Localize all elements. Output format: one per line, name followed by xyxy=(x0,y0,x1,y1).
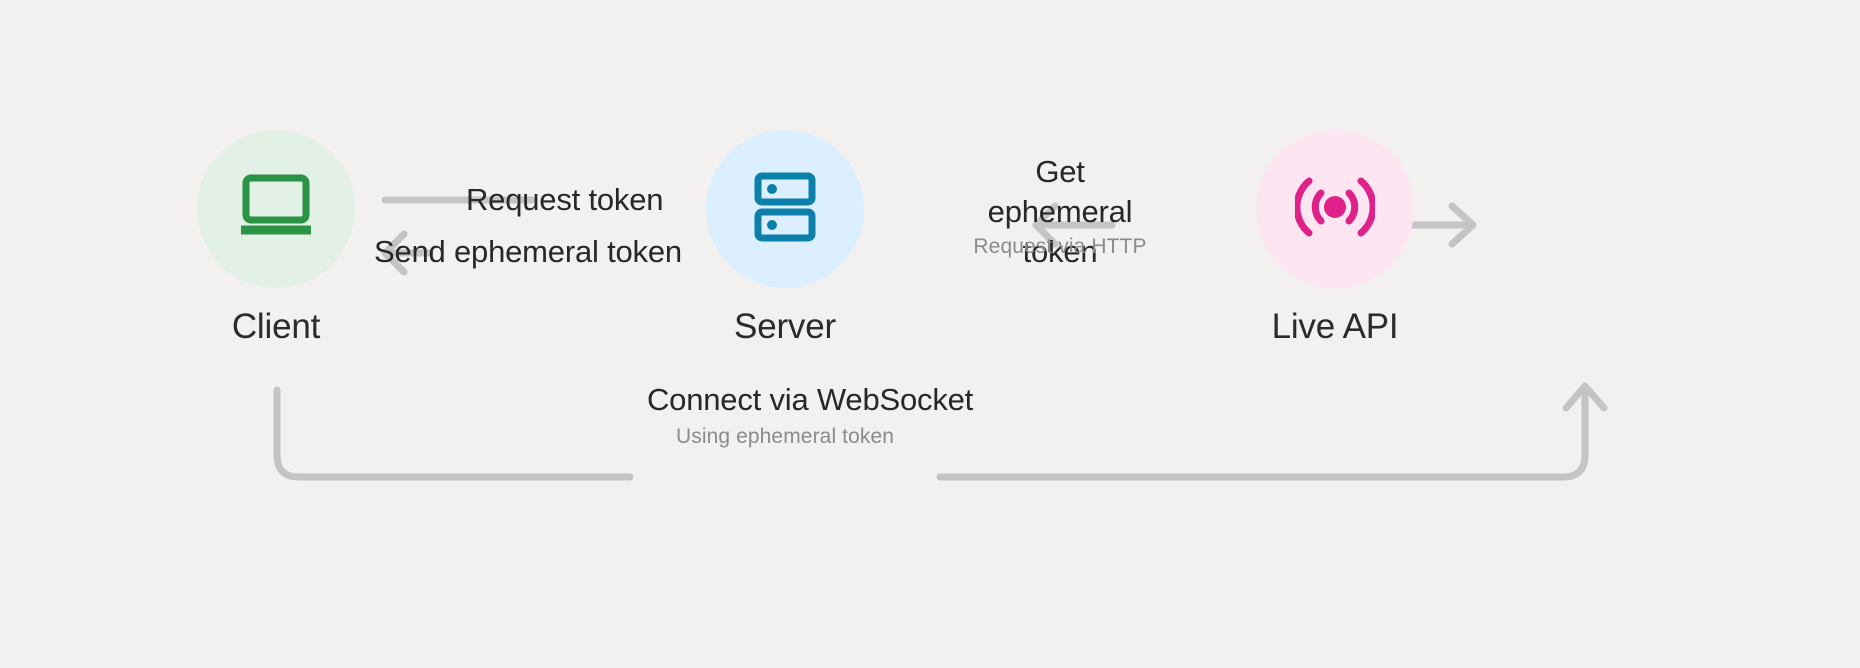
node-server-label: Server xyxy=(734,307,836,346)
node-server[interactable]: Server xyxy=(685,130,885,348)
node-client-label: Client xyxy=(231,307,321,346)
laptop-icon xyxy=(237,172,315,247)
node-client[interactable]: Client xyxy=(176,130,376,348)
node-live-api-circle xyxy=(1256,130,1414,288)
flow-label-connect-via-websocket: Connect via WebSocket xyxy=(647,382,974,417)
flow-sublabel-request-via-http: Request via HTTP xyxy=(973,235,1147,258)
broadcast-icon xyxy=(1293,172,1377,247)
flow-label-get-ephemeral-token: Get ephemeral token xyxy=(962,152,1158,272)
flow-label-get-ephemeral-token-line2: ephemeral token xyxy=(987,194,1133,269)
flow-label-get-ephemeral-token-line1: Get xyxy=(1035,154,1085,189)
node-live-api-label: Live API xyxy=(1271,307,1399,346)
flow-label-send-ephemeral-token: Send ephemeral token xyxy=(374,234,682,269)
flow-sublabel-using-ephemeral-token: Using ephemeral token xyxy=(675,425,895,448)
node-client-circle xyxy=(197,130,355,288)
node-server-circle xyxy=(706,130,864,288)
flow-label-request-token: Request token xyxy=(466,182,664,217)
server-rack-icon xyxy=(754,172,816,247)
node-live-api[interactable]: Live API xyxy=(1235,130,1435,348)
